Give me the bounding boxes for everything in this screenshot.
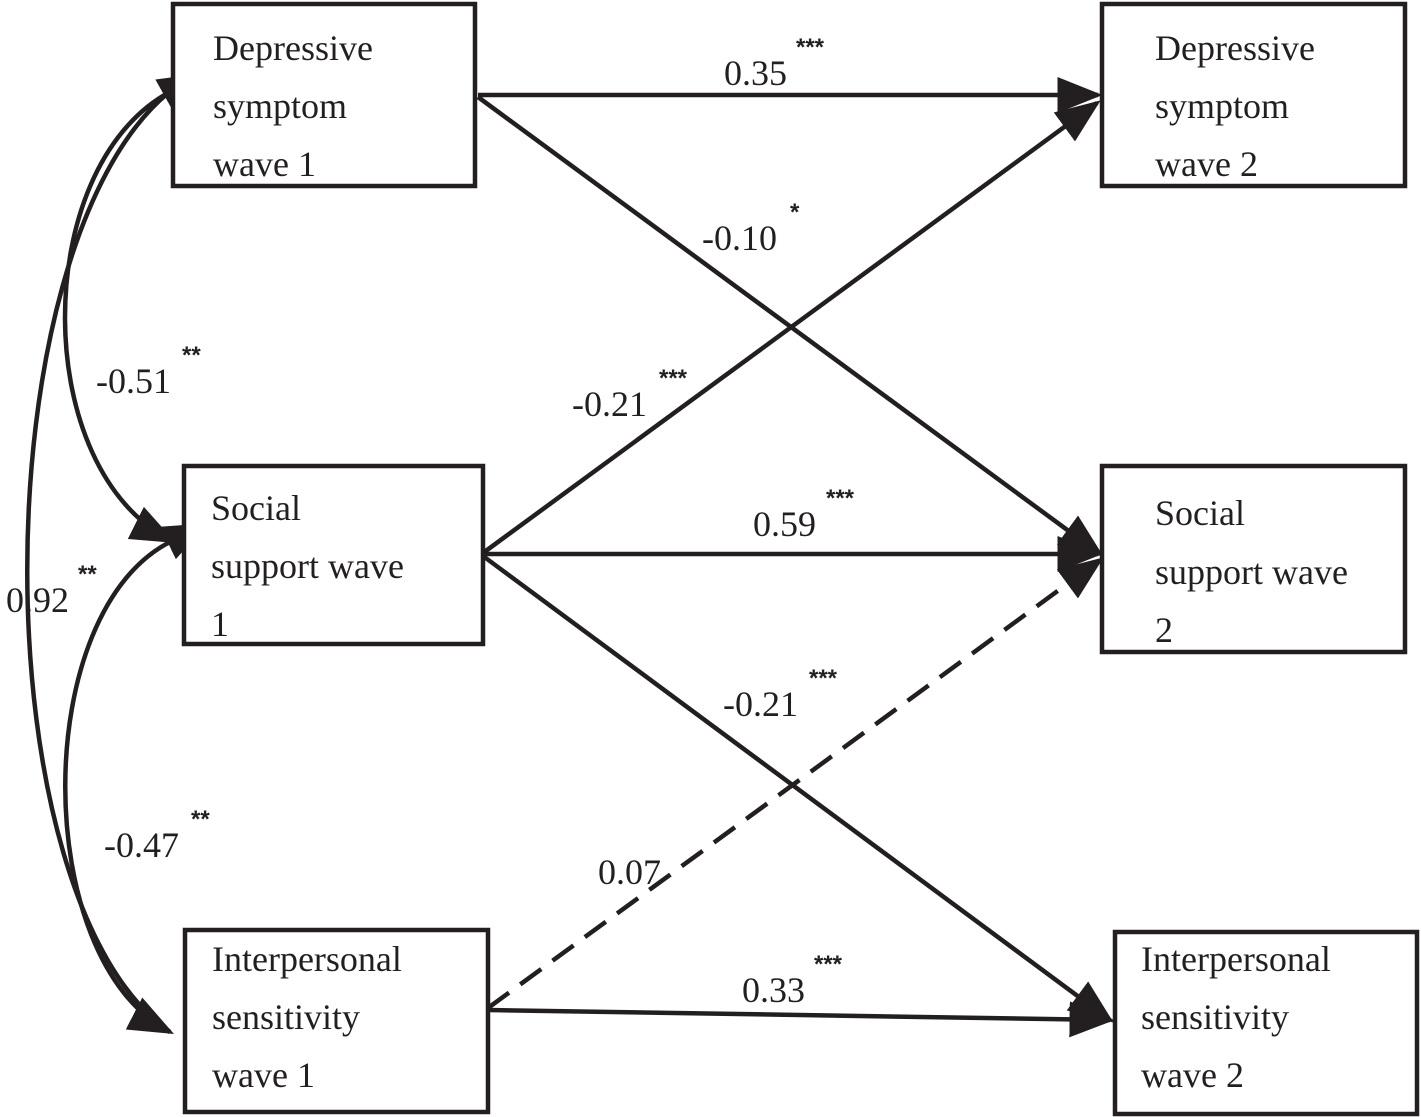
correlation-curve-dep1-ip1	[25, 91, 172, 1034]
path-line-ss1-ip2	[481, 554, 1114, 1023]
node-label-line: sensitivity	[212, 997, 360, 1037]
node-depressive-symptom-wave-2: Depressive symptom wave 2	[1099, 1, 1408, 189]
significance-stars: ***	[659, 365, 688, 392]
coefficient-value: -0.10	[702, 218, 777, 258]
node-label-line: wave 1	[213, 144, 316, 184]
node-label-line: wave 2	[1141, 1055, 1244, 1095]
correlation-value: 0.92	[6, 580, 69, 620]
significance-stars: **	[182, 342, 201, 369]
correlation-dep1-ss1: -0.51 **	[96, 342, 201, 401]
coefficient-ip1-ip2: 0.33 ***	[742, 951, 843, 1010]
node-social-support-wave-2: Social support wave 2	[1099, 463, 1408, 655]
correlation-dep1-ip1: 0.92 **	[6, 561, 97, 620]
correlation-value: -0.47	[104, 825, 179, 865]
significance-stars: **	[191, 806, 210, 833]
node-label-line: support wave	[1155, 552, 1348, 592]
node-interpersonal-sensitivity-wave-1: Interpersonal sensitivity wave 1	[182, 927, 491, 1115]
significance-stars: ***	[826, 485, 855, 512]
coefficient-ip1-ss2: 0.07	[598, 852, 661, 892]
significance-stars: ***	[809, 665, 838, 692]
path-line-ss1-dep2	[481, 100, 1101, 555]
coefficient-value: -0.21	[572, 384, 647, 424]
coefficient-ss1-ip2: -0.21 ***	[723, 665, 838, 724]
path-line-ip1-ss2	[486, 557, 1104, 1010]
coefficient-dep1-dep2: 0.35 ***	[724, 34, 825, 93]
coefficient-value: 0.59	[753, 504, 816, 544]
node-label-line: Depressive	[1155, 28, 1315, 68]
node-label-line: symptom	[1155, 86, 1289, 126]
node-label-line: support wave	[211, 546, 404, 586]
correlation-curve-dep1-ss1	[62, 73, 204, 544]
node-social-support-wave-1: Social support wave 1	[181, 463, 486, 647]
node-label-line: sensitivity	[1141, 997, 1289, 1037]
significance-stars: ***	[814, 951, 843, 978]
node-depressive-symptom-wave-1: Depressive symptom wave 1	[170, 1, 478, 189]
correlation-ss1-ip1: -0.47 **	[104, 806, 210, 865]
node-label-line: 2	[1155, 610, 1173, 650]
coefficient-value: 0.33	[742, 970, 805, 1010]
correlation-value: -0.51	[96, 361, 171, 401]
node-label-line: symptom	[213, 86, 347, 126]
node-label-line: Interpersonal	[212, 939, 402, 979]
correlation-curve-ss1-ip1	[63, 523, 209, 1035]
significance-stars: *	[790, 199, 800, 226]
coefficient-ss1-dep2: -0.21 ***	[572, 365, 688, 424]
node-label-line: wave 1	[212, 1055, 315, 1095]
node-interpersonal-sensitivity-wave-2: Interpersonal sensitivity wave 2	[1112, 929, 1420, 1117]
coefficient-value: -0.21	[723, 684, 798, 724]
node-label-line: wave 2	[1155, 144, 1258, 184]
node-label-line: Social	[1155, 493, 1245, 533]
significance-stars: ***	[796, 34, 825, 61]
path-line-ip1-ip2	[487, 1001, 1115, 1038]
coefficient-ss1-ss2: 0.59 ***	[753, 485, 855, 544]
coefficient-value: 0.07	[598, 852, 661, 892]
node-label-line: Depressive	[213, 28, 373, 68]
coefficient-dep1-ss2: -0.10 *	[702, 199, 800, 258]
node-label-line: 1	[211, 604, 229, 644]
significance-stars: **	[78, 561, 97, 588]
path-line-dep1-ss2	[476, 95, 1104, 557]
coefficient-value: 0.35	[724, 53, 787, 93]
node-label-line: Interpersonal	[1141, 939, 1331, 979]
node-label-line: Social	[211, 488, 301, 528]
